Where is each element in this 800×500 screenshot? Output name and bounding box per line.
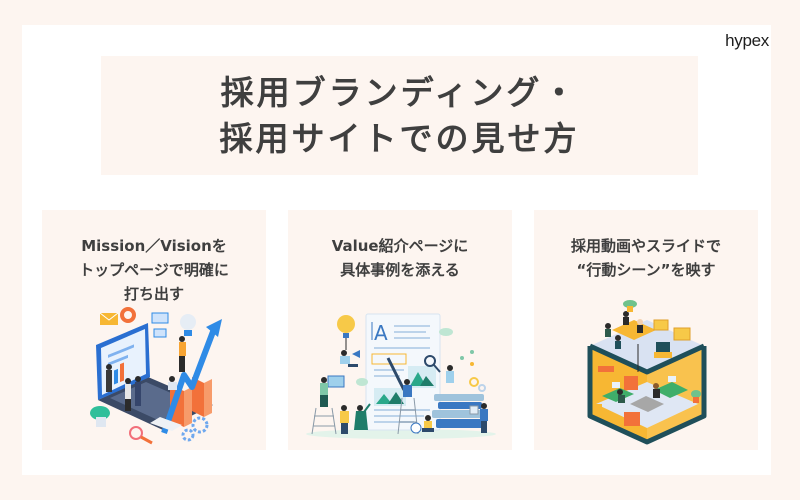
- title-line-1: 採用ブランディング・: [220, 72, 579, 112]
- isometric-office-cube-illustration: [584, 300, 710, 445]
- card-heading-line: 具体事例を添える: [340, 261, 460, 279]
- card-heading-line: “行動シーン”を映す: [576, 261, 716, 279]
- card-heading-line: Value紹介ページに: [331, 237, 469, 255]
- card-heading: Mission／Visionを トップページで明確に 打ち出す: [42, 234, 266, 306]
- svg-text:A: A: [374, 321, 388, 345]
- card-heading-line: トップページで明確に: [79, 261, 229, 279]
- document-editing-team-illustration: A: [304, 310, 499, 440]
- card-heading: 採用動画やスライドで “行動シーン”を映す: [534, 234, 758, 282]
- infographic-sheet: hypex 採用ブランディング・ 採用サイトでの見せ方 Mission／Visi…: [22, 25, 771, 475]
- title-panel: 採用ブランディング・ 採用サイトでの見せ方: [101, 56, 698, 175]
- card-heading-line: Mission／Visionを: [81, 237, 227, 255]
- card-mission-vision: Mission／Visionを トップページで明確に 打ち出す: [42, 210, 266, 450]
- hypex-logo: hypex: [725, 31, 769, 50]
- card-heading-line: 採用動画やスライドで: [570, 237, 721, 255]
- card-heading: Value紹介ページに 具体事例を添える: [288, 234, 512, 282]
- card-action-scenes: 採用動画やスライドで “行動シーン”を映す: [534, 210, 758, 450]
- title-line-2: 採用サイトでの見せ方: [219, 118, 580, 158]
- card-value-examples: Value紹介ページに 具体事例を添える A: [288, 210, 512, 450]
- card-heading-line: 打ち出す: [123, 285, 184, 303]
- laptop-growth-chart-illustration: [88, 305, 228, 445]
